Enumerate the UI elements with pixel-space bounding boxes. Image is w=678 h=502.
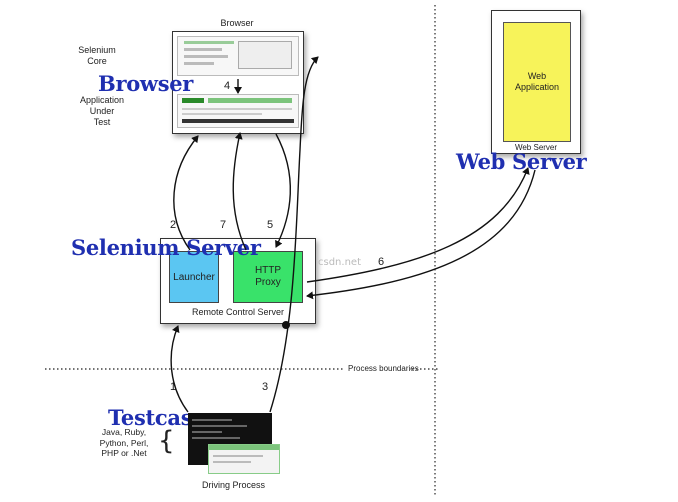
web-server-big-label: Web Server [456, 149, 587, 174]
selenium-server-big-label: Selenium Server [71, 235, 261, 260]
process-boundaries-label: Process boundaries [348, 364, 419, 373]
selenium-core-label: Selenium Core [78, 45, 116, 66]
step-1-label: 1 [170, 381, 177, 393]
web-server-small-label: Web Server [514, 143, 558, 152]
arrow-step-6-out [306, 167, 530, 283]
languages-brace: { [158, 426, 175, 456]
step-4-label: 4 [224, 80, 231, 92]
arrow-step-3 [269, 56, 319, 413]
watermark-text: csdn.net [318, 257, 361, 268]
arrow-step-7 [232, 132, 247, 251]
arrow-step-2 [173, 135, 199, 251]
step-5-label: 5 [267, 219, 274, 231]
arrow-step-3-head [282, 321, 290, 329]
aut-screen [177, 94, 299, 128]
languages-label: Java, Ruby, Python, Perl, PHP or .Net [99, 427, 149, 458]
selenium-core-screen [177, 36, 299, 76]
arrow-step-6-back [306, 169, 536, 300]
step-6-label: 6 [378, 256, 385, 268]
arrow-step-1 [170, 325, 189, 413]
step-2-label: 2 [170, 219, 177, 231]
launcher-box: Launcher [169, 251, 219, 303]
remote-control-server-label: Remote Control Server [191, 307, 285, 317]
step-3-label: 3 [262, 381, 269, 393]
web-application-box: Web Application [503, 22, 571, 142]
browser-big-label: Browser [98, 71, 194, 96]
driving-process-label: Driving Process [202, 480, 266, 490]
web-server-box: Web Application Web Server [491, 10, 581, 154]
step-7-label: 7 [220, 219, 227, 231]
arrow-step-5 [275, 133, 291, 248]
aut-label: Application Under Test [79, 95, 125, 127]
browser-title: Browser [220, 18, 254, 28]
driving-window [208, 444, 280, 474]
